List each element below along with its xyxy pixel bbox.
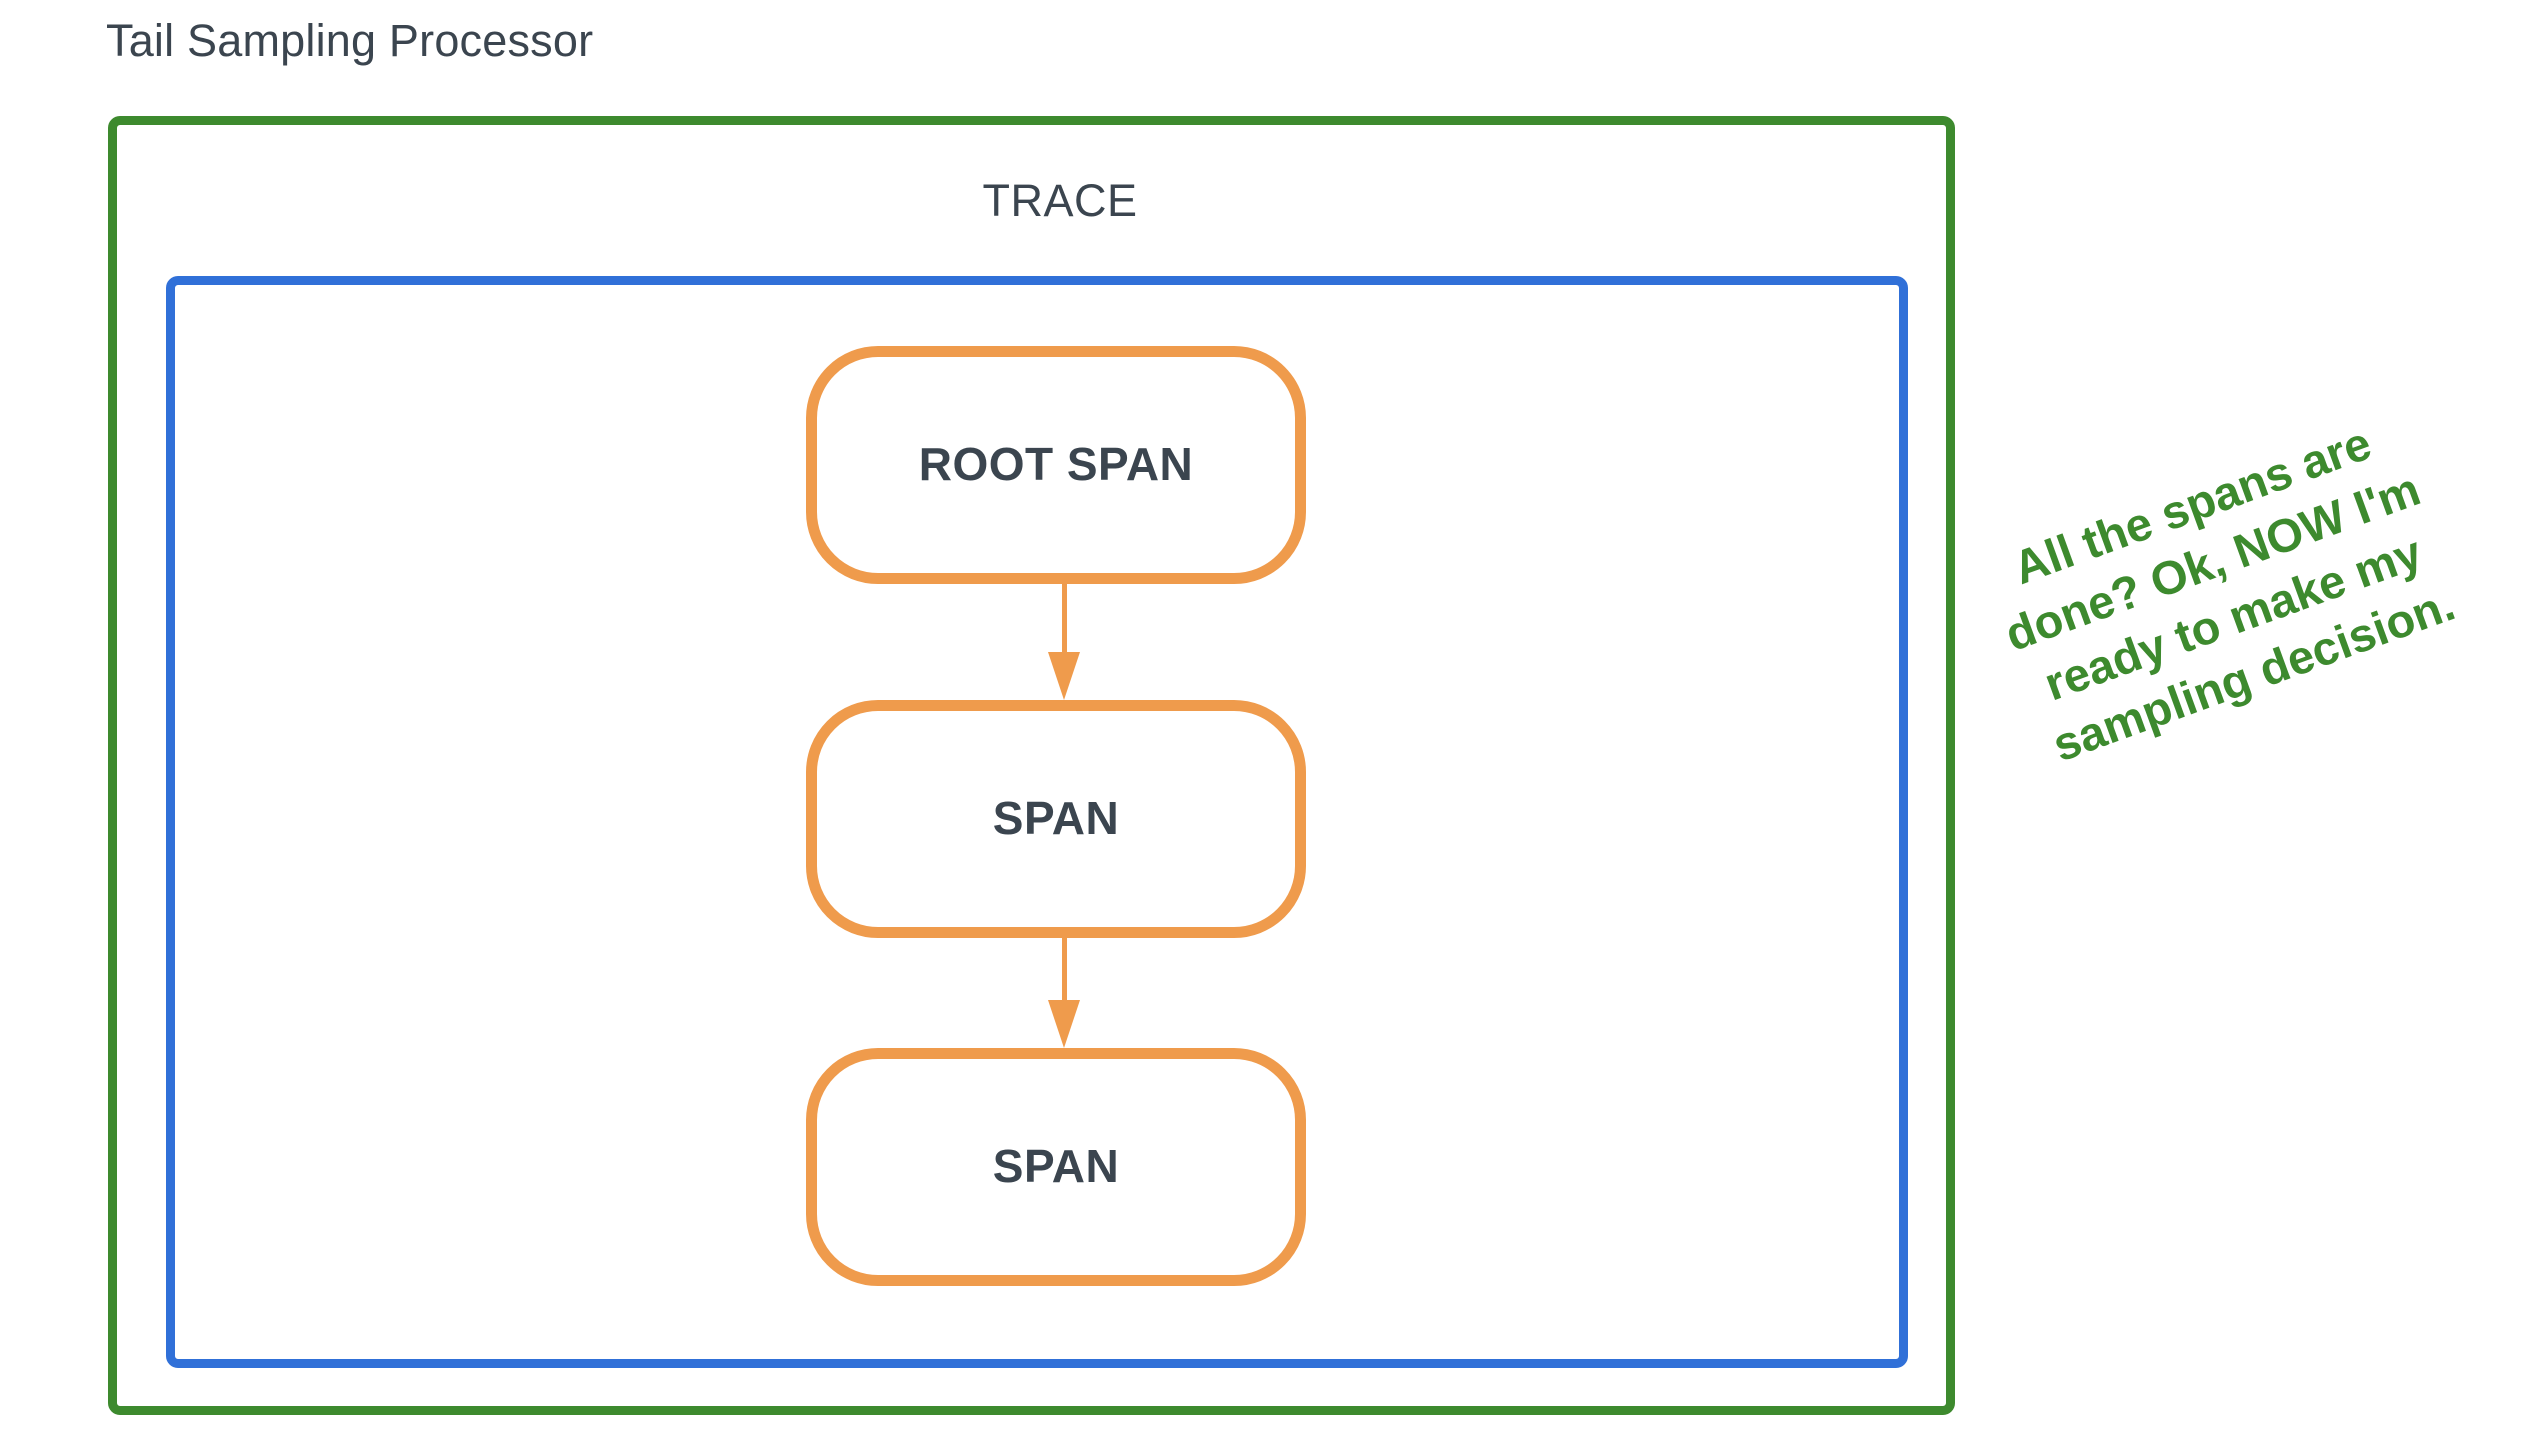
span-node-label: SPAN xyxy=(992,1140,1120,1193)
tail-sampling-processor-box xyxy=(108,116,1955,1415)
span-node-root: ROOT SPAN xyxy=(806,346,1306,584)
sampling-decision-annotation: All the spans are done? Ok, NOW I'm read… xyxy=(1998,415,2462,772)
span-node-label: SPAN xyxy=(992,792,1120,845)
span-node-child-1: SPAN xyxy=(806,700,1306,938)
arrow-head-icon xyxy=(1048,1000,1080,1048)
processor-title: Tail Sampling Processor xyxy=(106,15,594,66)
arrow-shaft xyxy=(1062,938,1067,1002)
arrow-shaft xyxy=(1062,584,1067,654)
trace-label: TRACE xyxy=(982,175,1138,226)
span-node-child-2: SPAN xyxy=(806,1048,1306,1286)
arrow-head-icon xyxy=(1048,652,1080,700)
trace-box xyxy=(166,276,1908,1368)
span-node-label: ROOT SPAN xyxy=(918,438,1194,491)
